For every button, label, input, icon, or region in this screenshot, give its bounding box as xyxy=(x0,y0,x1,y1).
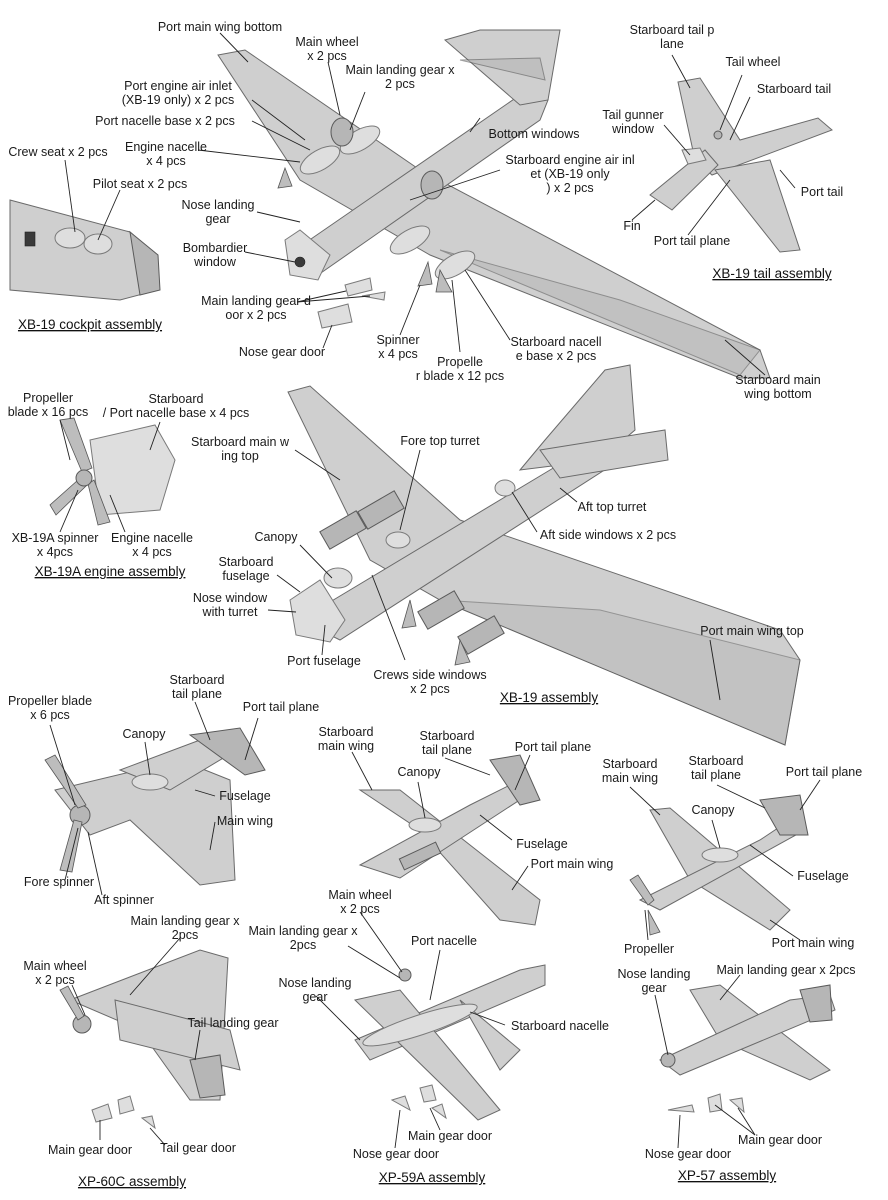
xp59a-title: XP-59A assembly xyxy=(379,1170,486,1185)
xb19-bottom-label-0: Port main wing bottom xyxy=(158,20,282,34)
xp60c-label-2: Tail landing gear xyxy=(187,1016,278,1030)
xp60c-top-label-7: Aft spinner xyxy=(94,893,154,907)
xp59a-top-view-drawing xyxy=(358,754,541,926)
xp60c-top-label-5: Main wing xyxy=(217,814,273,828)
xp57-label-2: Nose gear door xyxy=(645,1147,731,1161)
xp60c-top-view-drawing xyxy=(44,727,266,886)
xb19-label-2: Aft top turret xyxy=(578,500,647,514)
xp60c-label-3: Main gear door xyxy=(48,1143,132,1157)
xp60c-title: XP-60C assembly xyxy=(78,1174,186,1189)
xp57-top-view-drawing xyxy=(629,794,809,936)
xb19-label-7: Port main wing top xyxy=(700,624,804,638)
xp59a-top-label-2: Port tail plane xyxy=(515,740,591,754)
xb19-bottom-label-4: Port nacelle base x 2 pcs xyxy=(95,114,235,128)
xb19-top-view-drawing xyxy=(287,364,801,746)
xb19-tail-label-5: Fin xyxy=(623,219,640,233)
xb19-bottom-label-5: Bottom windows xyxy=(488,127,579,141)
xp57-top-label-6: Port main wing xyxy=(772,936,855,950)
xb19-tail-title: XB-19 tail assembly xyxy=(712,266,832,281)
xb19-cockpit-label-0: Crew seat x 2 pcs xyxy=(8,145,107,159)
leader-lines xyxy=(49,32,821,1149)
xp57-title: XP-57 assembly xyxy=(678,1168,777,1183)
xb19-cockpit-drawing xyxy=(9,199,161,301)
xp59a-label-2: Port nacelle xyxy=(411,934,477,948)
xp57-top-label-3: Canopy xyxy=(691,803,735,817)
xp57-label-1: Main landing gear x 2pcs xyxy=(717,963,856,977)
xb19a-engine-label-1: Starboard/ Port nacelle base x 4 pcs xyxy=(103,392,250,420)
xp59a-top-label-4: Fuselage xyxy=(516,837,567,851)
xb19-cockpit-title: XB-19 cockpit assembly xyxy=(18,317,162,332)
xp57-label-3: Main gear door xyxy=(738,1133,822,1147)
xp57-top-label-4: Fuselage xyxy=(797,869,848,883)
xb19-cockpit-label-1: Pilot seat x 2 pcs xyxy=(93,177,188,191)
xp59a-bottom-view-drawing xyxy=(353,964,546,1121)
xb19-bottom-view-drawing xyxy=(217,29,771,379)
xb19-label-8: Port fuselage xyxy=(287,654,361,668)
xb19-label-1: Fore top turret xyxy=(400,434,480,448)
xb19-label-3: Canopy xyxy=(254,530,298,544)
xp60c-top-label-6: Fore spinner xyxy=(24,875,94,889)
xp57-top-label-5: Propeller xyxy=(624,942,674,956)
xp57-top-label-2: Port tail plane xyxy=(786,765,862,779)
xp60c-top-label-3: Canopy xyxy=(122,727,166,741)
xp59a-label-4: Starboard nacelle xyxy=(511,1019,609,1033)
xb19-tail-label-4: Port tail xyxy=(801,185,843,199)
xb19-bottom-label-11: Nose gear door xyxy=(239,345,325,359)
xp60c-top-label-4: Fuselage xyxy=(219,789,270,803)
xp57-bottom-view-drawing xyxy=(659,984,836,1114)
xb19-label-4: Aft side windows x 2 pcs xyxy=(540,528,676,542)
xb19-tail-label-6: Port tail plane xyxy=(654,234,730,248)
xb19-tail-label-1: Tail wheel xyxy=(726,55,781,69)
xb19a-engine-title: XB-19A engine assembly xyxy=(35,564,186,579)
xp59a-label-6: Nose gear door xyxy=(353,1147,439,1161)
xp60c-top-label-2: Port tail plane xyxy=(243,700,319,714)
xp60c-label-4: Tail gear door xyxy=(160,1141,236,1155)
xp59a-top-label-3: Canopy xyxy=(397,765,441,779)
xb19-tail-label-2: Starboard tail xyxy=(757,82,831,96)
xb19-bottom-label-3: Port engine air inlet(XB-19 only) x 2 pc… xyxy=(122,79,235,107)
xp59a-top-label-5: Port main wing xyxy=(531,857,614,871)
xb19a-engine-drawing xyxy=(49,417,176,526)
xp59a-label-5: Main gear door xyxy=(408,1129,492,1143)
xb19-tail-drawing xyxy=(649,77,833,253)
xp60c-bottom-view-drawing xyxy=(59,949,241,1130)
xb19-title: XB-19 assembly xyxy=(500,690,599,705)
